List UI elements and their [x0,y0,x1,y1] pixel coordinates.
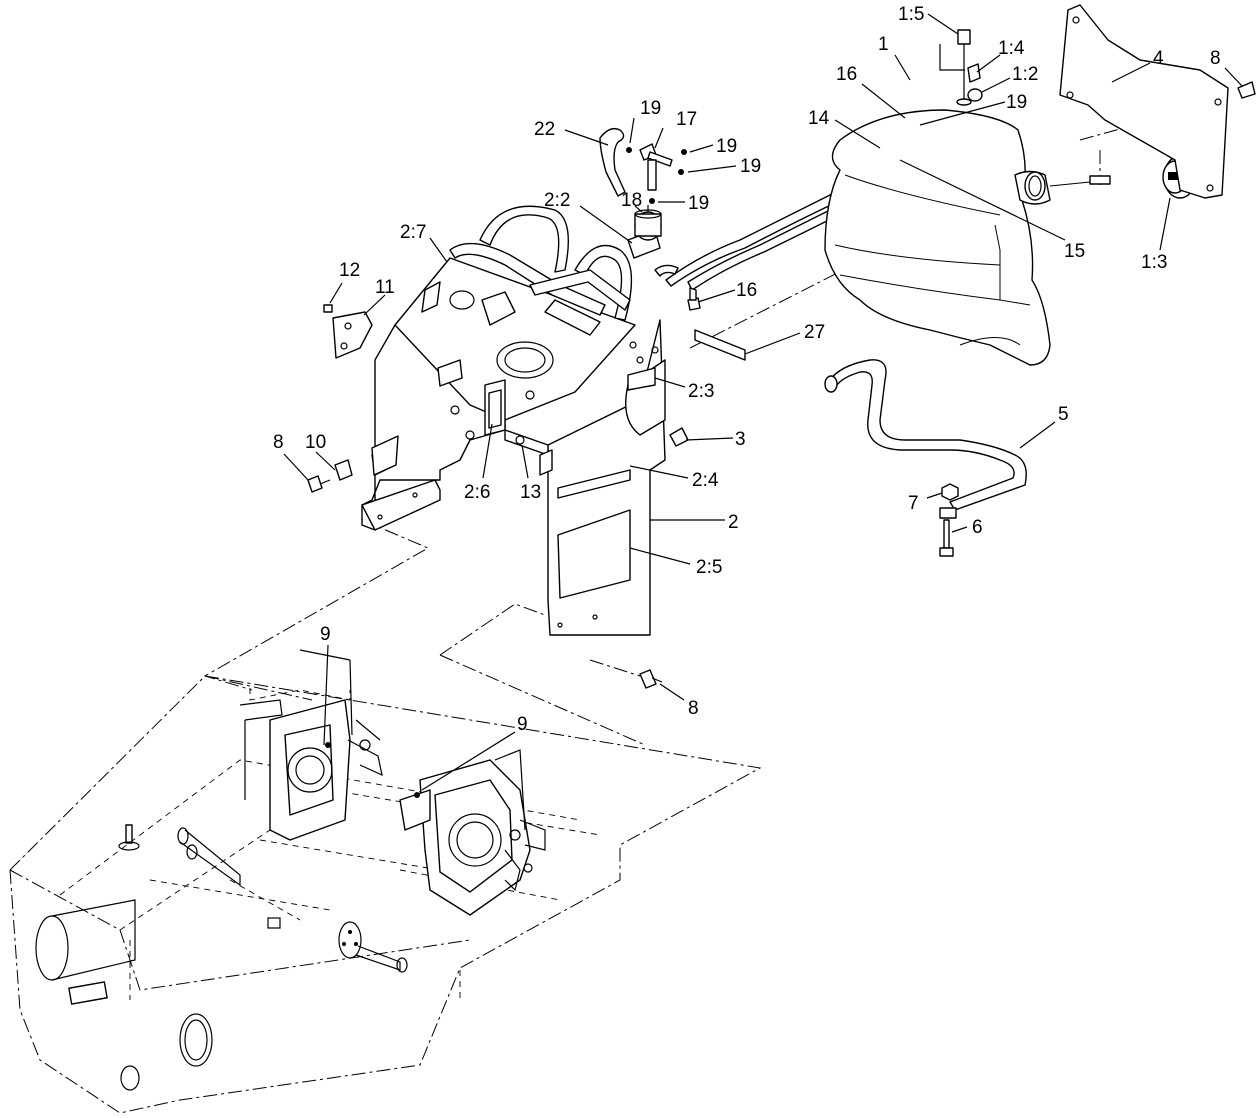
fasteners [307,435,663,689]
callout-2-7: 2:7 [400,222,426,243]
callout-1: 1 [878,34,889,55]
callout-8-top: 8 [1210,48,1221,69]
callout-1-5: 1:5 [898,4,924,25]
callout-2-6: 2:6 [464,482,490,503]
callout-18: 18 [621,190,642,211]
callout-22: 22 [534,119,555,140]
callout-labels: 1:5 1 1:4 1:2 16 19 14 4 8 15 1:3 19 17 … [273,4,1221,735]
callout-2-2: 2:2 [544,190,570,211]
callout-27: 27 [804,322,825,343]
callout-9-right: 9 [517,714,528,735]
callout-11: 11 [375,277,395,298]
callout-1-3: 1:3 [1141,252,1167,273]
console-panel [361,205,689,636]
callout-17: 17 [676,109,697,130]
assembly-lines [203,99,1226,746]
callout-19-a: 19 [640,98,661,119]
callout-16-mid: 16 [736,280,757,301]
callout-2-4: 2:4 [692,470,719,491]
callout-5: 5 [1058,404,1069,425]
callout-14: 14 [808,108,830,129]
callout-2-5: 2:5 [696,557,722,578]
callout-19-tank: 19 [1006,92,1027,113]
callout-15: 15 [1064,241,1085,262]
callout-12: 12 [339,260,360,281]
callout-8-left: 8 [273,432,284,453]
callout-8-bottom: 8 [688,698,699,719]
callout-6: 6 [972,517,983,538]
callout-16-top: 16 [836,64,857,85]
callout-10: 10 [305,432,326,453]
fuel-tank [824,4,1256,366]
bracket-11 [323,304,373,359]
callout-3: 3 [735,429,746,450]
callout-19-d: 19 [688,193,709,214]
callout-9-left: 9 [320,624,331,645]
leader-lines [283,13,1243,791]
callout-7: 7 [908,493,919,514]
callout-19-b: 19 [716,136,737,157]
frame [9,649,762,1114]
tube-assembly-5 [824,359,1027,557]
callout-1-4: 1:4 [998,38,1025,59]
callout-1-2: 1:2 [1012,64,1038,85]
callout-2: 2 [728,512,739,533]
callout-19-c: 19 [740,156,761,177]
callout-4: 4 [1153,48,1164,69]
callout-2-3: 2:3 [688,381,714,402]
callout-13: 13 [520,482,541,503]
fuel-filter-lines [599,127,913,361]
